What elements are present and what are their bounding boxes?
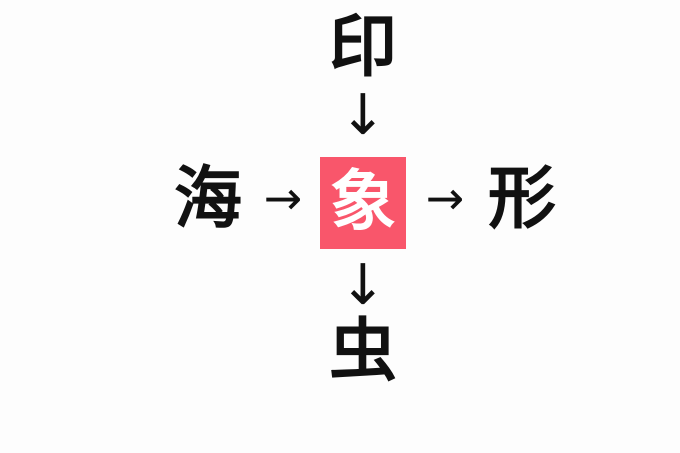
- answer-highlight-box: 象: [320, 157, 406, 249]
- kanji-left-character: 海: [173, 160, 242, 239]
- kanji-right-character: 形: [487, 160, 556, 239]
- kanji-bottom-character: 虫: [328, 312, 397, 391]
- kanji-top-character: 印: [328, 8, 397, 87]
- arrow-right-from-left-icon: →: [263, 171, 303, 225]
- arrow-down-bottom-icon: ↓: [339, 253, 387, 318]
- arrow-right-to-right-icon: →: [425, 171, 465, 225]
- kanji-center-answer-character: 象: [330, 163, 396, 240]
- arrow-down-top-icon: ↓: [339, 83, 387, 148]
